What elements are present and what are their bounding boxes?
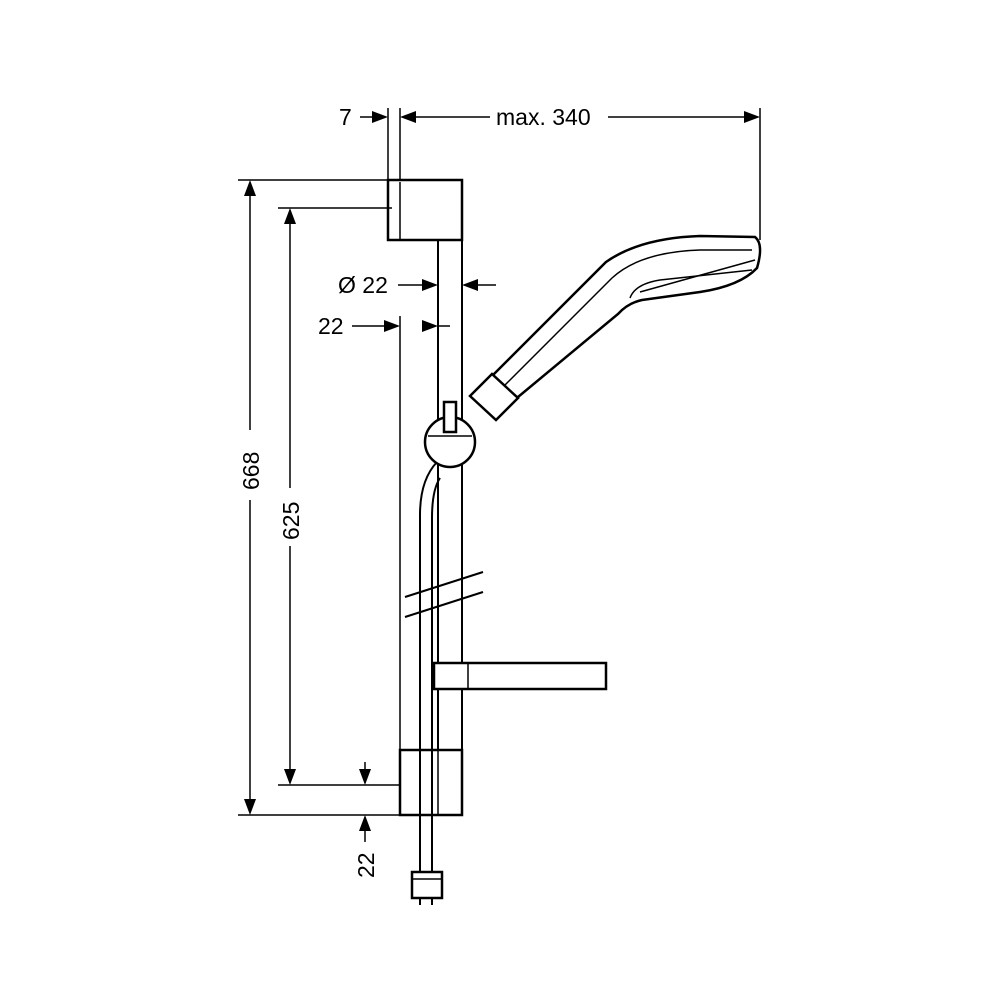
dimension-mount-distance: 625 xyxy=(278,207,400,786)
handshower-face-edge xyxy=(639,259,756,293)
break-mark-upper xyxy=(404,571,484,598)
arrow-625-top xyxy=(284,208,296,224)
slider-lever xyxy=(442,400,458,434)
label-625: 625 xyxy=(278,502,304,540)
shower-rail xyxy=(386,178,484,817)
dimension-rail-width: 22 xyxy=(318,313,450,750)
dimension-offset-top: 7 xyxy=(339,104,416,180)
dimension-max-reach: max. 340 xyxy=(416,104,761,240)
dimension-bottom-offset: 22 xyxy=(353,762,379,878)
handshower-face-line xyxy=(629,269,753,299)
arrow-668-bottom xyxy=(244,799,256,815)
handshower-inner-line xyxy=(503,249,752,387)
break-mark-lower xyxy=(404,591,484,618)
arrow-340-right xyxy=(744,111,760,123)
arrow-22-left xyxy=(384,320,400,332)
dimension-total-height: 668 xyxy=(238,179,400,816)
dimension-diameter: Ø 22 xyxy=(338,272,496,298)
handshower-body xyxy=(488,234,762,404)
label-d22: Ø 22 xyxy=(338,272,388,298)
label-7: 7 xyxy=(339,104,352,130)
label-22-bottom: 22 xyxy=(353,852,379,878)
arrow-22-right xyxy=(422,320,438,332)
arrow-7-left xyxy=(372,111,388,123)
arrow-668-top xyxy=(244,180,256,196)
soap-dish xyxy=(432,661,608,691)
arrow-d22-left xyxy=(422,279,438,291)
arrow-b22-top xyxy=(359,769,371,785)
arrow-b22-bottom xyxy=(359,815,371,831)
shower-hose xyxy=(410,461,444,905)
top-wall-bracket xyxy=(386,178,464,242)
arrow-625-bottom xyxy=(284,769,296,785)
label-22-width: 22 xyxy=(318,313,344,339)
handshower-grip-ring xyxy=(468,372,520,422)
label-340: max. 340 xyxy=(496,104,591,130)
slider-and-handshower xyxy=(423,234,762,469)
hose-connector xyxy=(410,870,444,900)
label-668: 668 xyxy=(238,452,264,490)
arrow-d22-right xyxy=(462,279,478,291)
soap-dish-body xyxy=(432,661,608,691)
hose-outer xyxy=(419,461,438,905)
hose-inner xyxy=(431,477,441,905)
arrow-7-right xyxy=(400,111,416,123)
